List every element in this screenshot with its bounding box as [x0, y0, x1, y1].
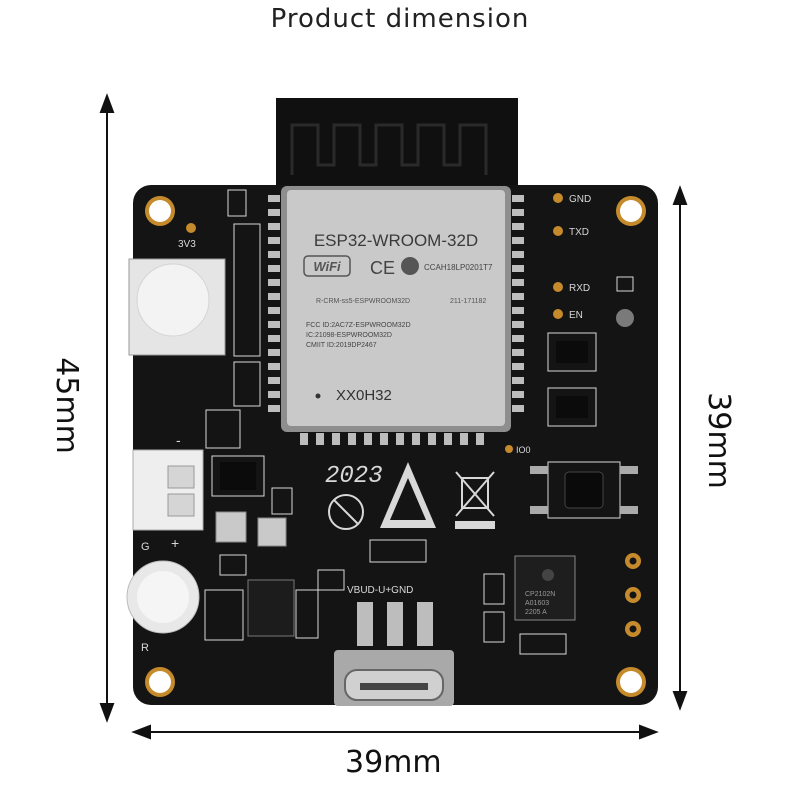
dimension-arrow-left	[99, 93, 115, 723]
module-pins-right	[512, 195, 524, 412]
module-fcc: FCC ID:2AC7Z-ESPWROOM32D	[306, 322, 411, 329]
rgb-led	[126, 560, 200, 634]
label-r: R	[141, 642, 149, 654]
label-io0: IO0	[516, 445, 531, 455]
wifi-logo-text: WiFi	[313, 259, 341, 274]
module-name: ESP32-WROOM-32D	[314, 231, 478, 250]
io0-pad	[505, 445, 513, 453]
passive-components	[483, 573, 567, 655]
label-year: 2023	[325, 463, 383, 490]
transistor	[547, 332, 597, 372]
esd-warning-icon	[380, 462, 436, 528]
usb-chip-name: CP2102N	[525, 591, 555, 598]
dimension-height-left-label: 45mm	[48, 357, 84, 454]
transistor	[547, 387, 597, 427]
usb-chip-date: 2205 A	[525, 609, 547, 616]
dimension-arrow-right	[672, 185, 688, 711]
module-pins-left	[268, 195, 280, 412]
pb-free-icon	[328, 494, 364, 530]
status-led	[616, 276, 634, 327]
module-ic: IC:21098-ESPWROOM32D	[306, 332, 392, 339]
usb-chip-code: A01603	[525, 600, 549, 607]
antenna-area	[276, 98, 518, 198]
module-lot: XX0H32	[336, 387, 392, 404]
micro-usb-port	[334, 650, 454, 706]
module-pins-bottom	[300, 433, 484, 445]
label-gnd: GND	[569, 194, 591, 205]
regulator	[211, 455, 265, 497]
usb-uart-chip: CP2102N A01603 2205 A	[514, 555, 576, 621]
pin1-dot-icon	[315, 393, 321, 399]
smd-array-left	[205, 189, 261, 449]
dimension-arrow-bottom	[131, 724, 659, 740]
module-ccam: CCAH18LP0201T7	[424, 263, 493, 272]
label-txd: TXD	[569, 227, 589, 238]
label-g: G	[141, 541, 150, 553]
battery-connector	[132, 449, 204, 531]
power-ic	[247, 579, 295, 637]
module-cert-code: 211-171182	[450, 298, 486, 305]
ce-mark: CE	[370, 258, 395, 278]
page-title: Product dimension	[270, 4, 530, 34]
module-cert-line: R-CRM-ss5-ESPWROOM32D	[316, 298, 410, 305]
resistors	[204, 569, 345, 641]
weee-bin-icon	[455, 471, 495, 529]
dimension-width-bottom-label: 39mm	[345, 745, 442, 780]
wifi-logo-icon: WiFi	[303, 255, 351, 277]
mounting-hole	[145, 196, 175, 226]
usb-pads-cap	[369, 539, 427, 563]
gpio-pads	[625, 553, 641, 637]
v33-pad	[186, 223, 196, 233]
mounting-hole	[616, 196, 646, 226]
uart-pads	[553, 193, 563, 319]
dimension-height-right-label: 39mm	[700, 392, 736, 489]
power-led	[128, 258, 226, 356]
label-usb-pins: VBUD-U+GND	[347, 585, 413, 596]
mounting-hole	[145, 667, 175, 697]
module-cmiit: CMIIT ID:2019DP2467	[306, 342, 377, 349]
boot-button	[530, 461, 638, 519]
label-plus: +	[171, 535, 179, 551]
esp32-module: ESP32-WROOM-32D WiFi CE CCAH18LP0201T7 R…	[281, 186, 511, 432]
label-minus: -	[176, 432, 181, 448]
capacitors	[215, 487, 293, 576]
usb-port-pins	[357, 602, 433, 646]
label-rxd: RXD	[569, 283, 590, 294]
cert-logo-icon	[401, 257, 419, 275]
label-3v3: 3V3	[178, 239, 196, 250]
label-en: EN	[569, 310, 583, 321]
mounting-hole	[616, 667, 646, 697]
